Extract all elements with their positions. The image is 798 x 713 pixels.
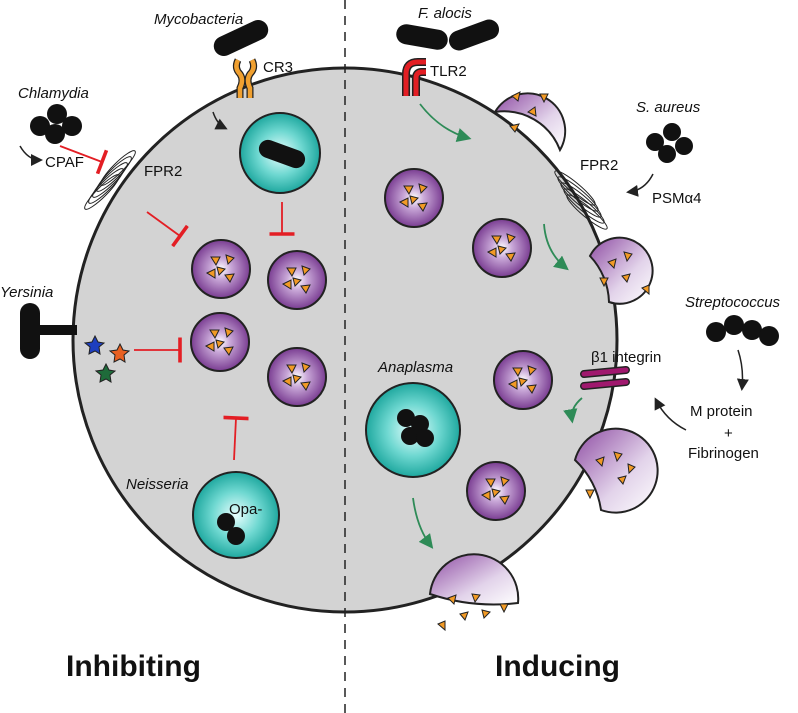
label-opa: Opa-	[229, 501, 262, 518]
s-aureus-bacteria	[646, 123, 693, 163]
bud-vesicle-4	[428, 553, 520, 632]
granule	[267, 250, 327, 310]
label-psm: PSMα4	[652, 190, 702, 207]
granule	[191, 239, 251, 299]
label-streptococcus: Streptococcus	[685, 294, 781, 311]
induction-arrows	[412, 103, 583, 549]
chlamydia-bacteria	[30, 104, 82, 144]
granules-right	[384, 168, 553, 521]
granule	[384, 168, 444, 228]
bud-vesicle-3	[573, 427, 659, 514]
label-chlamydia: Chlamydia	[18, 85, 89, 102]
label-f-alocis: F. alocis	[418, 5, 472, 22]
mycobacteria-bacterium	[213, 19, 269, 57]
fpr2-left-receptor	[84, 150, 136, 210]
fpr2-right-receptor	[554, 170, 608, 230]
label-fpr2-left: FPR2	[144, 163, 182, 180]
bud-vesicle-2	[588, 236, 654, 305]
label-fibrinogen: Fibrinogen	[688, 445, 759, 462]
granule	[466, 461, 526, 521]
external-arrows	[19, 111, 749, 431]
label-plus: +	[724, 425, 733, 442]
streptococcus-bacteria	[706, 315, 779, 346]
granule	[267, 347, 327, 407]
cr3-receptor	[232, 58, 258, 98]
label-b1-integrin: β1 integrin	[591, 349, 661, 366]
f-alocis-bacteria	[396, 19, 500, 51]
granule	[190, 312, 250, 372]
label-m-protein: M protein	[690, 403, 753, 420]
section-title-inducing: Inducing	[495, 650, 620, 683]
granule	[493, 350, 553, 410]
b1-integrin-receptor	[580, 366, 630, 390]
label-anaplasma: Anaplasma	[377, 359, 453, 376]
mycobacteria-vacuole	[239, 112, 321, 194]
section-title-inhibiting: Inhibiting	[66, 650, 201, 683]
label-mycobacteria: Mycobacteria	[154, 11, 243, 28]
label-yersinia: Yersinia	[0, 284, 53, 301]
label-tlr2: TLR2	[430, 63, 467, 80]
granule	[472, 218, 532, 278]
label-s-aureus: S. aureus	[636, 99, 701, 116]
tlr2-receptor	[402, 58, 426, 96]
anaplasma-vacuole	[365, 382, 461, 478]
inhibition-markers	[59, 145, 295, 461]
yersinia-bacterium	[20, 303, 77, 359]
label-fpr2-right: FPR2	[580, 157, 618, 174]
bud-vesicle-1	[493, 91, 567, 153]
yersinia-effectors	[83, 334, 131, 383]
neisseria-vacuole	[192, 471, 280, 559]
label-neisseria: Neisseria	[126, 476, 189, 493]
granules-left	[190, 239, 327, 407]
label-cpaf: CPAF	[45, 154, 84, 171]
label-cr3: CR3	[263, 59, 293, 76]
